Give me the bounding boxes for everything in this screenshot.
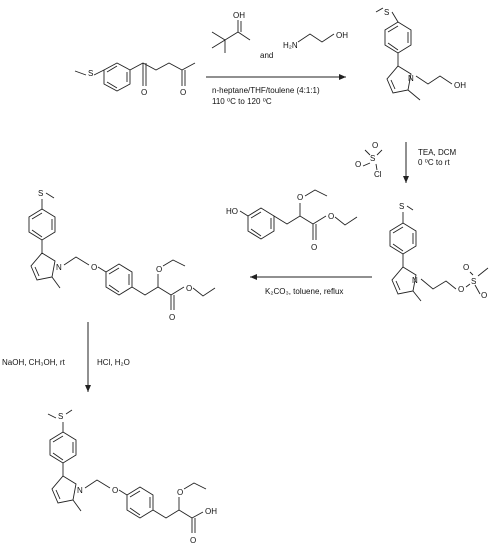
atom-N: N bbox=[77, 486, 83, 495]
atom-O-ether: O bbox=[297, 193, 303, 202]
step3-conditions: K₂CO₃, toluene, reflux bbox=[265, 287, 343, 296]
atom-O-mesyl2: O bbox=[355, 160, 361, 169]
atom-S: S bbox=[88, 69, 93, 78]
coupled-ester: S N O O O O bbox=[28, 189, 216, 322]
atom-O-ethoxy: O bbox=[156, 265, 162, 274]
arrow-step3 bbox=[250, 274, 372, 280]
atom-O-ethoxy: O bbox=[177, 488, 183, 497]
step4-left: NaOH, CH₃OH, rt bbox=[2, 358, 66, 367]
step2-temperature: 0 ⁰C to rt bbox=[418, 158, 450, 167]
atom-O-carbonyl: O bbox=[169, 313, 175, 322]
pyrrole-mesylate: S N O S O O bbox=[389, 202, 489, 302]
atom-S-ester: S bbox=[471, 277, 476, 286]
phenol-ester: HO O O O bbox=[226, 189, 358, 252]
atom-O-ester: O bbox=[186, 284, 192, 293]
atom-O-ester: O bbox=[328, 212, 334, 221]
atom-OH-amine: OH bbox=[336, 31, 348, 40]
atom-NH2: H₂N bbox=[283, 41, 298, 50]
step2-reagents: TEA, DCM bbox=[418, 148, 457, 157]
atom-OH-acid: OH bbox=[233, 11, 245, 20]
atom-O-ketone2: O bbox=[180, 88, 186, 97]
atom-O-ether: O bbox=[91, 263, 97, 272]
atom-OH: OH bbox=[205, 507, 217, 516]
pyrrole-ethanol: S N OH bbox=[375, 7, 466, 101]
atom-S: S bbox=[58, 412, 63, 421]
final-acid: S N O O O OH bbox=[47, 409, 217, 545]
atom-S: S bbox=[399, 202, 404, 211]
atom-O-sulfonyl1: O bbox=[463, 263, 469, 272]
atom-O-sulfonyl2: O bbox=[481, 291, 487, 300]
step1-and-text: and bbox=[260, 51, 273, 60]
atom-O-carbonyl: O bbox=[190, 536, 196, 545]
atom-O-carbonyl: O bbox=[311, 243, 317, 252]
atom-OH: OH bbox=[454, 81, 466, 90]
atom-O-ether: O bbox=[112, 486, 118, 495]
arrow-step1 bbox=[206, 74, 346, 80]
atom-N: N bbox=[56, 263, 62, 272]
atom-O: O bbox=[458, 285, 464, 294]
starting-diketone: S O O bbox=[74, 62, 196, 97]
pivalic-acid: OH bbox=[211, 11, 251, 53]
ethanolamine: H₂N OH bbox=[283, 31, 348, 50]
atom-N: N bbox=[408, 74, 414, 83]
arrow-step2 bbox=[403, 142, 409, 183]
mesyl-chloride: S O O Cl bbox=[355, 141, 383, 179]
arrow-step4 bbox=[85, 322, 91, 392]
atom-O-mesyl1: O bbox=[372, 141, 378, 150]
atom-S: S bbox=[38, 189, 43, 198]
atom-HO: HO bbox=[226, 207, 238, 216]
atom-Cl: Cl bbox=[374, 170, 382, 179]
atom-N: N bbox=[412, 276, 418, 285]
step1-temperature: 110 ⁰C to 120 ⁰C bbox=[212, 97, 272, 106]
atom-S: S bbox=[384, 8, 389, 17]
atom-O-ketone1: O bbox=[141, 88, 147, 97]
atom-S-mesyl: S bbox=[370, 154, 375, 163]
step4-right: HCl, H₂O bbox=[97, 358, 130, 367]
step1-solvent: n-heptane/THF/toulene (4:1:1) bbox=[212, 86, 320, 95]
